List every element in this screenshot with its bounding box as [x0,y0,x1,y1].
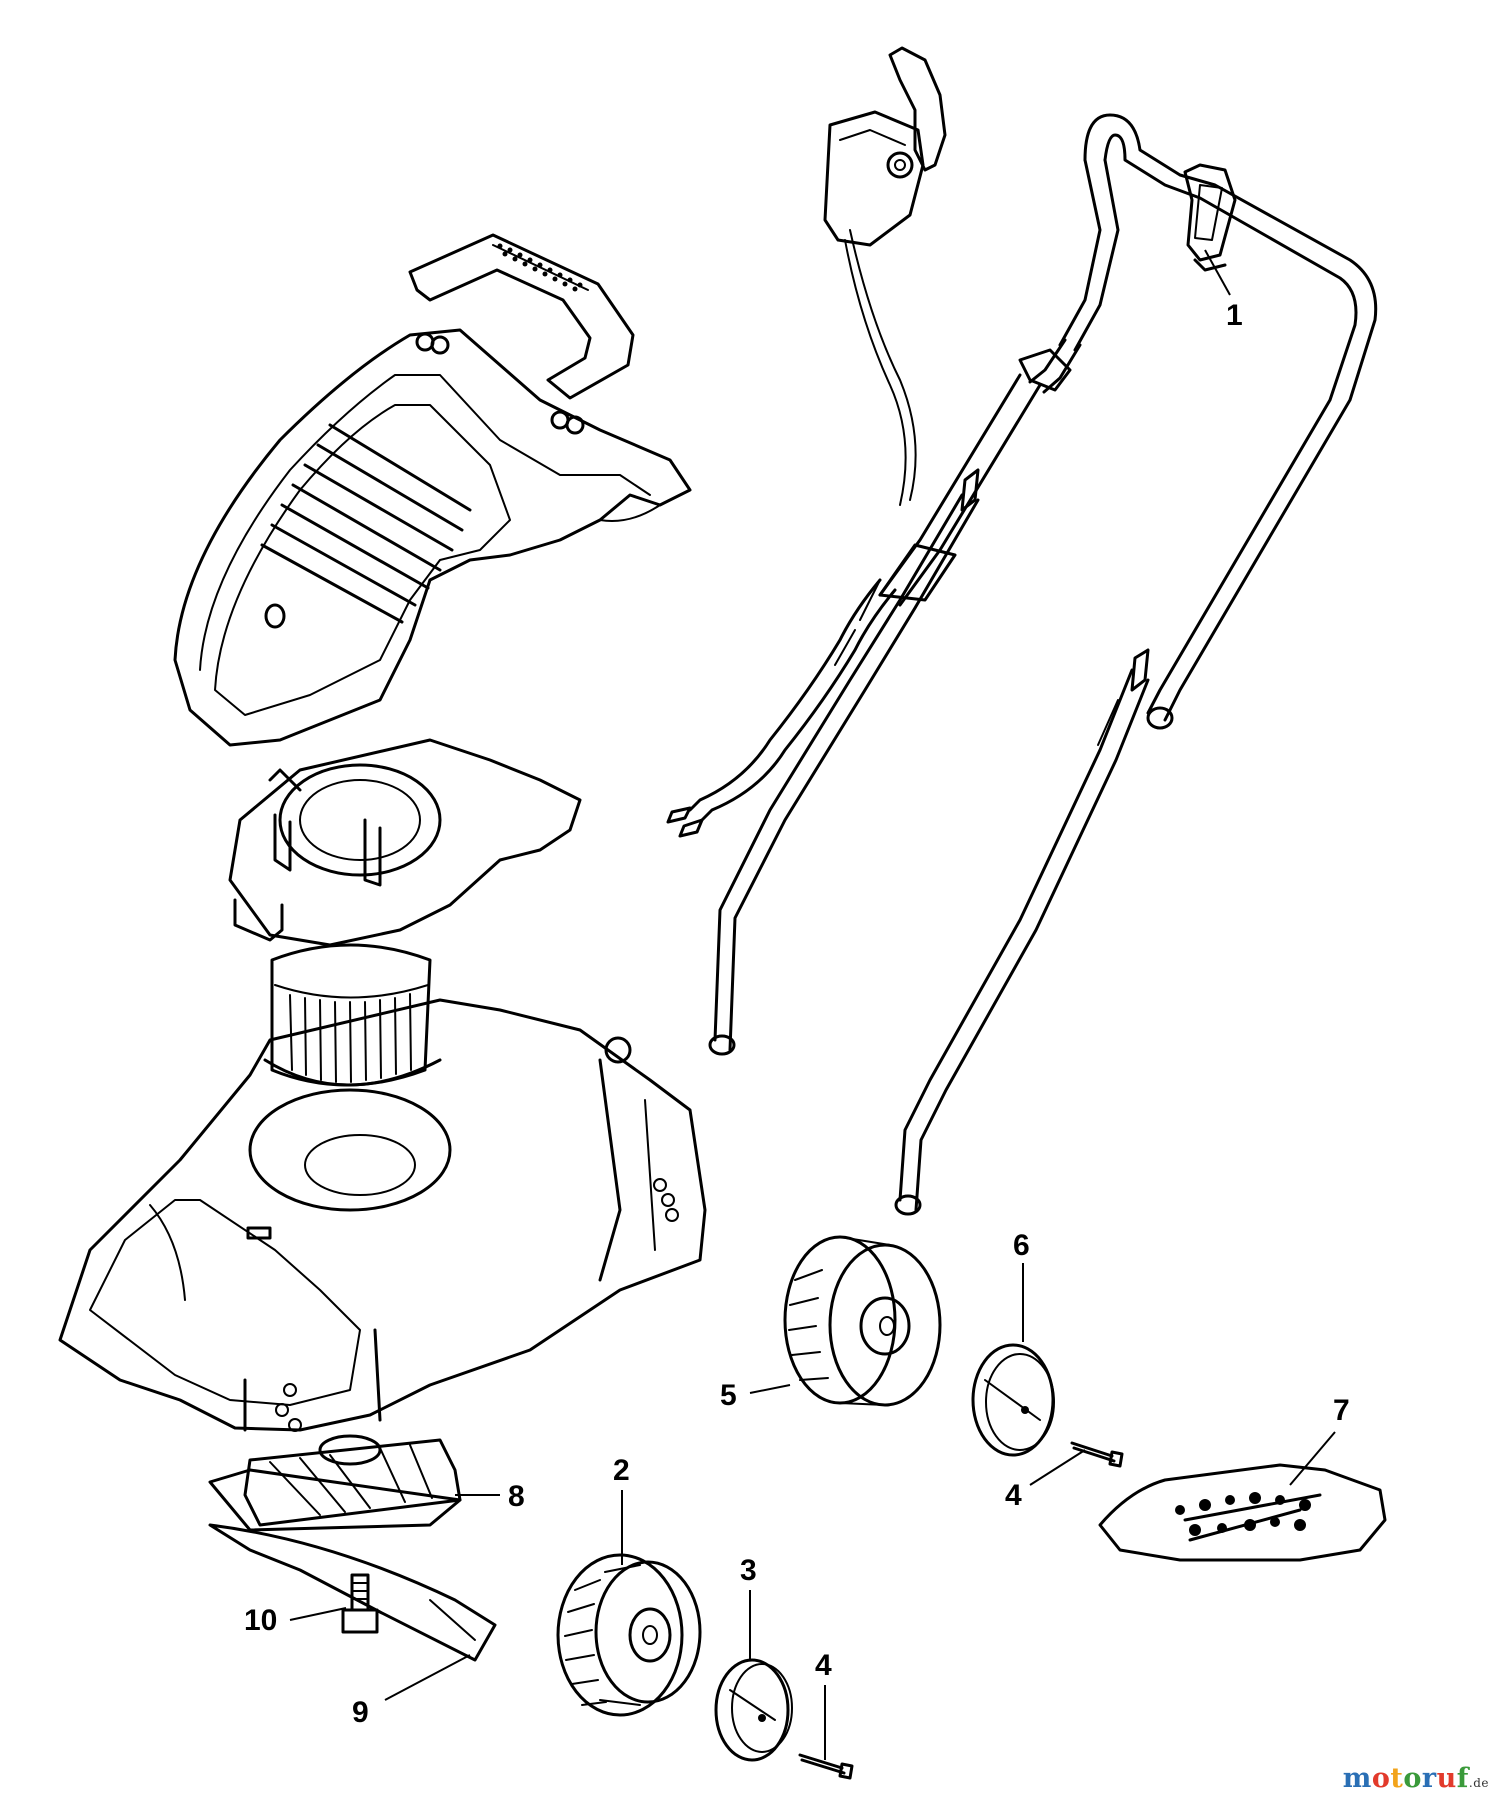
callout-label: 2 [613,1454,630,1487]
watermark-letter: o [1403,1763,1422,1794]
axle-screw-front [798,1753,854,1780]
upper-hood [173,328,692,747]
watermark-letter: o [1371,1763,1391,1794]
motor [263,943,442,1087]
callout-4-front: 4 [815,1649,832,1760]
motor-housing [228,738,582,947]
cutting-blade [208,1523,497,1662]
callout-label: 4 [1005,1479,1022,1512]
watermark-letter: r [1421,1763,1437,1794]
callout-5: 5 [720,1379,791,1412]
hubcap-front [714,1658,793,1762]
blade-bolt [341,1573,379,1634]
callout-label: 6 [1013,1229,1030,1262]
callout-7: 7 [1289,1394,1350,1486]
mower-deck [58,998,707,1432]
callout-label: 9 [352,1696,369,1729]
callout-3: 3 [740,1554,757,1660]
callout-10: 10 [244,1604,347,1637]
callout-label: 1 [1226,299,1243,332]
callout-label: 7 [1333,1394,1350,1427]
watermark-letter: f [1456,1763,1469,1794]
watermark-letter: t [1390,1763,1404,1794]
lower-handle-right [894,648,1150,1216]
hubcap-rear [971,1343,1055,1457]
callout-label: 8 [508,1480,525,1513]
wheel-rear [783,1235,942,1407]
callout-label: 3 [740,1554,757,1587]
switch-box [823,46,947,506]
callout-4-rear: 4 [1005,1449,1086,1512]
watermark-letter: m [1342,1763,1372,1794]
handle-clip [1183,163,1237,272]
fan-impeller [208,1434,462,1532]
carry-handle [408,233,635,400]
callout-9: 9 [352,1654,471,1729]
callout-label: 4 [815,1649,832,1682]
callout-label: 10 [244,1604,277,1637]
callout-label: 5 [720,1379,737,1412]
hardware-bag [1098,1463,1387,1562]
watermark-letter: u [1436,1763,1457,1794]
callout-1: 1 [1204,249,1243,332]
wheel-front [556,1553,702,1717]
handle-frame [878,113,1378,730]
axle-screw-rear [1070,1441,1124,1468]
callout-8: 8 [455,1480,525,1513]
callout-6: 6 [1013,1229,1030,1342]
lower-handle-left [666,468,980,1056]
watermark-suffix: .de [1468,1776,1489,1790]
watermark-logo: motoruf.de [1343,1763,1489,1794]
callout-2: 2 [613,1454,630,1565]
